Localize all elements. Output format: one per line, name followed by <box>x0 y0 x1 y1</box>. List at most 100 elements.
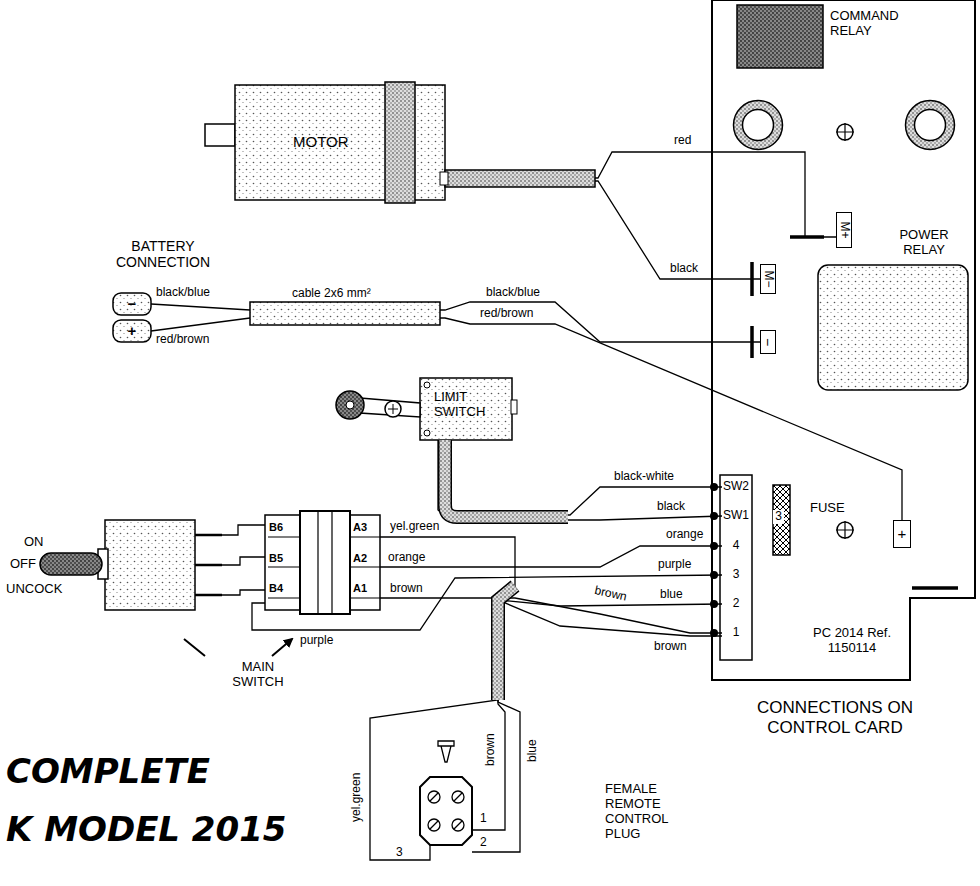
wire <box>498 600 722 770</box>
motor: MOTOR <box>235 85 445 200</box>
terminal: 2 <box>722 593 750 615</box>
terminal-bars <box>752 237 958 588</box>
node-label: POWER RELAY <box>893 228 955 258</box>
battery-terminal: − <box>113 293 151 315</box>
roller-axle <box>346 401 354 409</box>
node-label: − <box>760 338 776 346</box>
remote-cable <box>498 586 515 700</box>
switch-plunger <box>511 400 517 414</box>
wire-color: red <box>672 134 693 148</box>
node-label: 2 <box>722 593 750 615</box>
switch-position: UNCOCK <box>6 582 62 597</box>
motor-band <box>385 82 415 203</box>
wire <box>380 598 722 633</box>
wire-color: orange <box>388 551 425 565</box>
terminal: SW1 <box>722 505 750 527</box>
node-label: + <box>898 525 907 542</box>
wire-color: black/blue <box>484 286 542 300</box>
limit-switch-body <box>420 378 512 440</box>
switch-hole <box>424 430 430 436</box>
limit-switch-roller <box>336 391 364 419</box>
power-relay: POWER RELAY <box>818 226 970 391</box>
switch-wires <box>195 525 265 595</box>
remote-cable <box>498 586 515 700</box>
node-label: M− <box>761 270 775 287</box>
node-label: A1 <box>353 582 367 595</box>
wire-color: blue <box>526 739 540 762</box>
title-fragment: COMPLETE <box>6 752 210 791</box>
pin-number: 3 <box>396 846 403 860</box>
limit-switch: LIMIT SWITCH <box>420 378 512 440</box>
wire-color: brown <box>593 584 628 604</box>
wire-color: black/blue <box>156 286 210 300</box>
node-label: SW2 <box>722 476 750 498</box>
fuse <box>773 485 790 555</box>
limit-switch-cable <box>445 440 568 517</box>
terminal: 3 <box>722 564 750 586</box>
battery-terminal <box>113 293 151 315</box>
wire-color: purple <box>300 634 333 648</box>
pin-number: 2 <box>480 836 487 850</box>
cable-spec: cable 2x6 mm² <box>292 287 371 301</box>
node-label: SW1 <box>722 505 750 527</box>
wire-color: red/brown <box>156 333 209 347</box>
node-label: + <box>113 320 151 342</box>
plug-screws <box>428 791 464 831</box>
terminal-screws <box>710 483 718 637</box>
title-fragment: K MODEL 2015 <box>6 810 287 849</box>
switch-hole <box>424 382 430 388</box>
node-label: B4 <box>269 582 283 595</box>
node-label: LIMIT SWITCH <box>434 390 504 420</box>
wire <box>445 440 722 515</box>
wire-color: red/brown <box>478 307 535 321</box>
wire-color: yel.green <box>388 520 441 534</box>
battery-plus-terminal: + <box>893 520 911 548</box>
node-label: PC 2014 Ref. 1150114 <box>798 626 906 656</box>
wire-color: yel.green <box>350 773 364 822</box>
main-switch-arrows <box>184 639 292 656</box>
wire <box>151 302 760 342</box>
wire-color: black <box>668 262 700 276</box>
motor-plus-terminal: M+ <box>836 212 852 248</box>
node-label: COMMAND RELAY <box>830 9 920 39</box>
motor-shaft <box>205 124 235 146</box>
limit-switch-lever <box>360 398 420 417</box>
node-label: CONNECTIONS ON CONTROL CARD <box>740 698 930 737</box>
wire <box>151 318 902 520</box>
screw-icon <box>438 741 454 762</box>
command-relay <box>737 5 823 68</box>
wire-color: purple <box>656 558 693 572</box>
wire <box>252 575 722 630</box>
wire <box>445 152 836 237</box>
battery-terminal <box>113 320 151 342</box>
node-label: 1 <box>722 622 750 644</box>
part-name: MAIN SWITCH <box>222 660 294 690</box>
pin-number: 1 <box>480 812 487 826</box>
wire-color: blue <box>658 588 685 602</box>
node-label: A2 <box>353 552 367 565</box>
fuse: 3FUSE <box>770 483 860 558</box>
battery-minus-terminal: − <box>760 330 776 354</box>
terminal: 1 <box>722 622 750 644</box>
connector-core <box>300 511 350 614</box>
switch-position: OFF <box>10 557 36 572</box>
control-card-outline <box>712 0 975 680</box>
battery-cable <box>250 302 440 325</box>
node-label: A3 <box>353 521 367 534</box>
wire <box>438 440 722 520</box>
wire-color: orange <box>664 528 705 542</box>
control-card: PC 2014 Ref. 1150114CONNECTIONS ON CONTR… <box>712 0 975 680</box>
power-relay <box>818 265 968 390</box>
toggle-lever <box>40 553 102 575</box>
node-label: B5 <box>269 552 283 565</box>
command-relay: COMMAND RELAY <box>737 5 937 69</box>
wire-color: brown <box>484 733 498 766</box>
node-label: 4 <box>722 535 750 557</box>
section-title: BATTERY CONNECTION <box>108 238 218 270</box>
lever-pivot <box>385 401 401 417</box>
connector-pins <box>268 511 380 614</box>
main-switch-connector: B6B5B4A3A2A1 <box>265 515 380 610</box>
terminal-block <box>720 475 752 660</box>
plug-pin-leads <box>408 770 520 860</box>
